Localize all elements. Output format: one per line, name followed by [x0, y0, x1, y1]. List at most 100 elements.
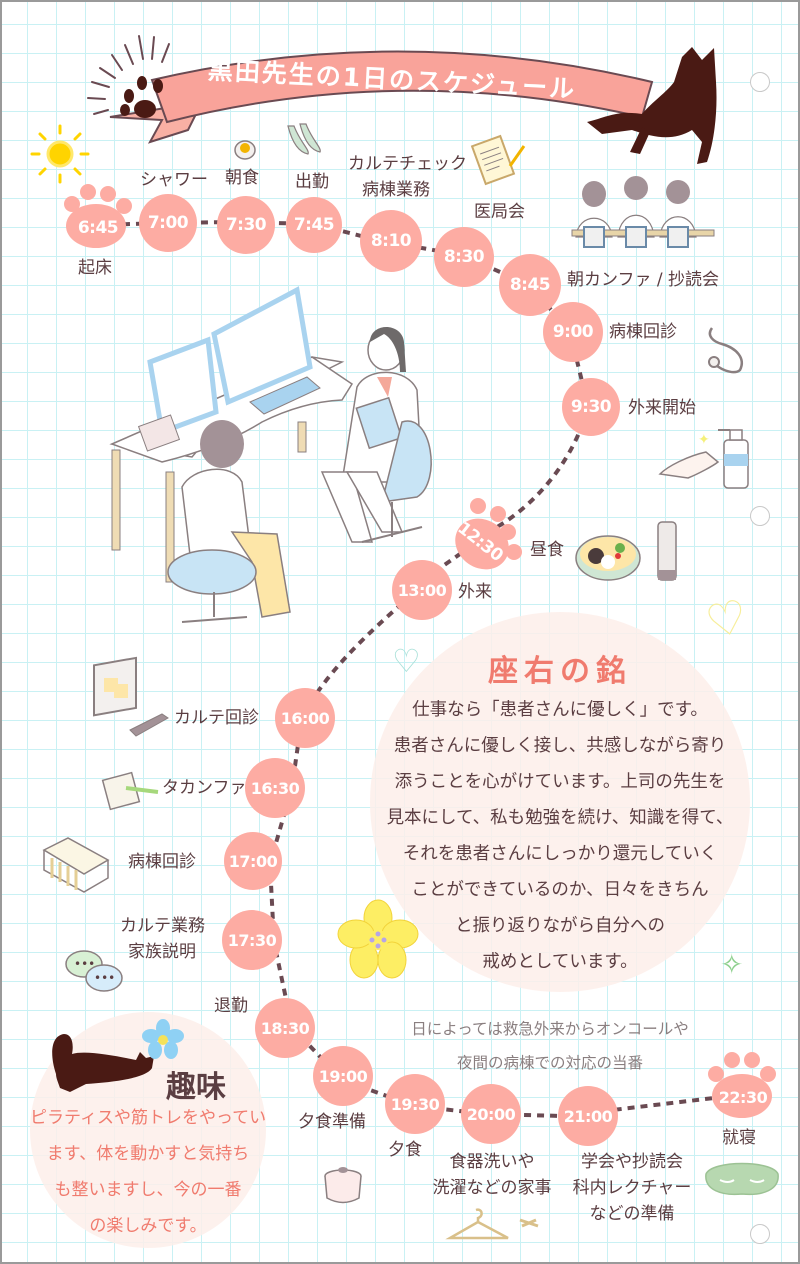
sunburst-icon — [87, 35, 170, 115]
svg-text:•••: ••• — [74, 957, 95, 971]
hobby-text: ピラティスや筋トレをやってい ます、体を動かすと気持ち も整いますし、今の一番 … — [30, 1100, 266, 1244]
label-ward-duties: 病棟業務 — [362, 180, 430, 200]
label-dinner: 夕食 — [388, 1140, 422, 1160]
meeting-illustration — [571, 176, 715, 248]
hobby-line: ます、体を動かすと気持ち — [46, 1144, 250, 1164]
motto-line: 添うことを心がけています。上司の先生を — [394, 772, 726, 792]
stethoscope-icon — [708, 327, 743, 374]
motto-background — [370, 612, 750, 992]
time-19-00: 19:00 — [313, 1046, 373, 1106]
clipboard-icon — [470, 134, 526, 186]
label-dinner-prep: 夕食準備 — [298, 1112, 366, 1132]
label-outpatient: 外来 — [458, 582, 492, 602]
hobby-line: ピラティスや筋トレをやってい — [30, 1108, 267, 1128]
computer-icon — [93, 656, 169, 737]
motto-line: 見本にして、私も勉強を続け、知識を得て、 — [386, 808, 734, 828]
time-17-00: 17:00 — [224, 832, 282, 890]
cat-silhouette-icon — [587, 47, 717, 164]
label-study-prep-1: 学会や抄読会 — [581, 1152, 683, 1172]
binder-hole — [750, 506, 770, 526]
time-13-00: 13:00 — [392, 560, 452, 620]
stretching-cat-icon — [52, 1034, 154, 1092]
title-ribbon — [87, 35, 717, 164]
paw-bubble-sleep — [708, 1052, 776, 1118]
label-ward-rounds-pm: 病棟回診 — [128, 852, 196, 872]
note-line: 夜間の病棟での対応の当番 — [456, 1054, 643, 1072]
bento-lunch-icon — [575, 521, 677, 581]
hospital-bed-icon — [42, 837, 110, 893]
time-8-30: 8:30 — [434, 227, 494, 287]
sleep-mask-icon — [705, 1162, 779, 1196]
motto-line: と振り返りながら自分への — [455, 916, 665, 936]
cooking-pot-icon — [324, 1167, 362, 1204]
label-family-explanation: 家族説明 — [128, 942, 196, 962]
paw-print-icon — [120, 76, 163, 118]
egg-dish-icon — [234, 140, 256, 160]
sparkle-icon: ✧ — [720, 948, 744, 981]
label-staff-meeting: 医局会 — [474, 202, 525, 222]
notepad-pen-icon — [101, 771, 159, 811]
time-8-45: 8:45 — [499, 254, 561, 316]
motto-line: それを患者さんにしっかり還元していく — [402, 844, 718, 864]
motto-line: ことができているのか、日々をきちん — [411, 880, 709, 900]
label-commute: 出勤 — [295, 172, 329, 192]
label-study-prep-3: などの準備 — [589, 1204, 675, 1224]
label-ward-rounds-am: 病棟回診 — [609, 322, 677, 342]
blue-flower-icon — [142, 1019, 184, 1059]
hand-sanitizer-icon: ✦ — [658, 429, 749, 489]
hobby-title: 趣味 — [166, 1070, 226, 1105]
label-morning-conference: 朝カンファ / 抄読会 — [567, 270, 720, 290]
time-7-00: 7:00 — [139, 194, 197, 252]
yellow-flower-icon — [337, 899, 419, 979]
time-21-00: 21:00 — [558, 1086, 618, 1146]
label-chart-check: カルテチェック — [348, 154, 467, 174]
paw-bubble-wake — [64, 184, 132, 248]
time-17-30: 17:30 — [222, 910, 282, 970]
label-chores-2: 洗濯などの家事 — [432, 1178, 552, 1198]
binder-hole — [750, 1224, 770, 1244]
label-study-prep-2: 科内レクチャー — [572, 1178, 692, 1198]
hobby-line: も整いますし、今の一番 — [54, 1180, 242, 1200]
heart-outline-icon: ♡ — [392, 642, 421, 680]
time-7-45: 7:45 — [286, 197, 342, 253]
label-wake-up: 起床 — [78, 258, 112, 278]
motto-line: 戒めとしています。 — [482, 952, 638, 972]
label-evening-conference: タカンファ — [162, 778, 247, 798]
label-bedtime: 就寝 — [722, 1128, 756, 1148]
label-outpatient-start: 外来開始 — [628, 398, 696, 418]
label-breakfast: 朝食 — [225, 168, 259, 188]
time-18-30: 18:30 — [255, 998, 315, 1058]
time-9-30: 9:30 — [562, 378, 620, 436]
on-call-note: 日によっては救急外来からオンコールや 夜間の病棟での対応の当番 — [380, 1012, 720, 1080]
clothes-hanger-icon — [445, 1208, 539, 1240]
time-16-00: 16:00 — [275, 688, 335, 748]
svg-text:•••: ••• — [94, 971, 115, 985]
time-22-30: 22:30 — [718, 1087, 768, 1107]
svg-text:✦: ✦ — [698, 432, 710, 448]
binder-hole — [750, 72, 770, 92]
label-chores-1: 食器洗いや — [449, 1152, 535, 1172]
hobby-line: の楽しみです。 — [89, 1216, 207, 1236]
time-6-45: 6:45 — [77, 218, 119, 238]
time-20-00: 20:00 — [461, 1084, 521, 1144]
label-shower: シャワー — [140, 170, 208, 190]
motto-line: 仕事なら「患者さんに優しく」です。 — [412, 700, 708, 720]
motto-text: 仕事なら「患者さんに優しく」です。 患者さんに優しく接し、共感しながら寄り 添う… — [380, 692, 740, 980]
label-chart-rounds: カルテ回診 — [174, 708, 259, 728]
chat-bubbles-icon: ••• ••• — [65, 950, 123, 992]
label-leave-work: 退勤 — [214, 996, 248, 1016]
time-16-30: 16:30 — [245, 758, 305, 818]
shoes-icon — [287, 123, 321, 155]
label-lunch: 昼食 — [530, 540, 564, 560]
paw-bubble-lunch — [455, 498, 522, 570]
note-line: 日によっては救急外来からオンコールや — [411, 1020, 689, 1038]
motto-title: 座右の銘 — [488, 654, 632, 689]
time-8-10: 8:10 — [360, 210, 422, 272]
sun-icon — [30, 124, 90, 184]
time-7-30: 7:30 — [217, 196, 275, 254]
motto-line: 患者さんに優しく接し、共感しながら寄り — [393, 736, 727, 756]
doctor-consultation-illustration — [109, 286, 432, 623]
label-chart-work: カルテ業務 — [120, 916, 205, 936]
time-19-30: 19:30 — [385, 1074, 445, 1134]
